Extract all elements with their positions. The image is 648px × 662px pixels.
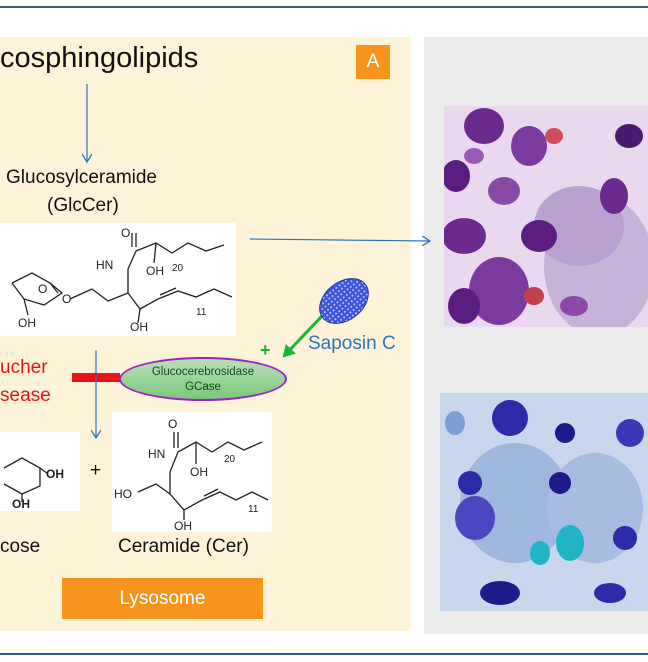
product-right-label: Ceramide (Cer) bbox=[118, 536, 249, 557]
glccer-label-o-ring: O bbox=[38, 282, 47, 296]
glccer-abbr: (GlcCer) bbox=[47, 195, 119, 216]
ceramide-label-oh-base: OH bbox=[174, 519, 192, 533]
disease-label-1: ucher bbox=[0, 357, 48, 378]
reaction-plus: + bbox=[90, 460, 102, 481]
arrow-to-micrograph bbox=[249, 239, 430, 241]
ceramide-label-ho: HO bbox=[114, 487, 132, 501]
micrograph-bottom-art bbox=[445, 400, 644, 605]
ceramide-label-oh-acyl: OH bbox=[190, 465, 208, 479]
panel-header: cosphingolipids bbox=[0, 42, 199, 74]
glccer-label-11: 11 bbox=[196, 307, 207, 318]
glccer-label-o-carbonyl: O bbox=[121, 226, 130, 240]
glccer-label-hn: HN bbox=[96, 258, 113, 272]
glccer-label-oh-sugar: OH bbox=[18, 316, 36, 330]
enzyme-name: Glucocerebrosidase bbox=[151, 366, 255, 378]
ceramide-label-hn: HN bbox=[148, 447, 165, 461]
ceramide-label-o: O bbox=[168, 417, 177, 431]
panel-badge: A bbox=[356, 45, 390, 79]
enzyme-ellipse: Glucocerebrosidase GCase bbox=[119, 357, 287, 401]
glucose-label-oh-1: OH bbox=[46, 467, 64, 481]
enzyme-abbr: GCase bbox=[185, 381, 221, 393]
saposin-label: Saposin C bbox=[308, 333, 396, 354]
glccer-name: Glucosylceramide bbox=[6, 167, 157, 188]
glccer-label-oh-acyl: OH bbox=[146, 264, 164, 278]
ceramide-label-20: 20 bbox=[224, 454, 236, 465]
ceramide-skeleton: HN O OH 20 HO OH 11 bbox=[114, 417, 269, 533]
activation-plus: + bbox=[260, 340, 271, 360]
micrograph-gaucher-cells-giemsa bbox=[444, 106, 648, 327]
product-left-label: cose bbox=[0, 536, 41, 557]
saposin-c-shape bbox=[319, 278, 369, 324]
glccer-skeleton: HN O OH 20 OH OH 11 O O bbox=[11, 226, 233, 334]
bottom-rule bbox=[0, 653, 648, 655]
ceramide-structure: HN O OH 20 HO OH 11 bbox=[112, 412, 272, 533]
top-rule bbox=[0, 6, 648, 8]
glucose-label-oh-2: OH bbox=[12, 497, 30, 511]
glccer-label-20: 20 bbox=[172, 263, 184, 274]
lysosome-box: Lysosome bbox=[62, 578, 263, 619]
micrograph-top-art bbox=[444, 108, 648, 327]
disease-label-2: sease bbox=[0, 385, 51, 406]
glucose-structure: OH OH bbox=[0, 432, 80, 511]
glucose-skeleton: OH OH bbox=[3, 457, 64, 511]
micrograph-gaucher-cells-blue bbox=[440, 393, 648, 611]
saposin-arrow bbox=[282, 314, 324, 358]
glccer-structure: HN O OH 20 OH OH 11 O O bbox=[0, 223, 236, 336]
ceramide-label-11: 11 bbox=[248, 504, 259, 515]
glccer-label-oh-base: OH bbox=[130, 320, 148, 334]
glccer-label-o-link: O bbox=[62, 292, 71, 306]
